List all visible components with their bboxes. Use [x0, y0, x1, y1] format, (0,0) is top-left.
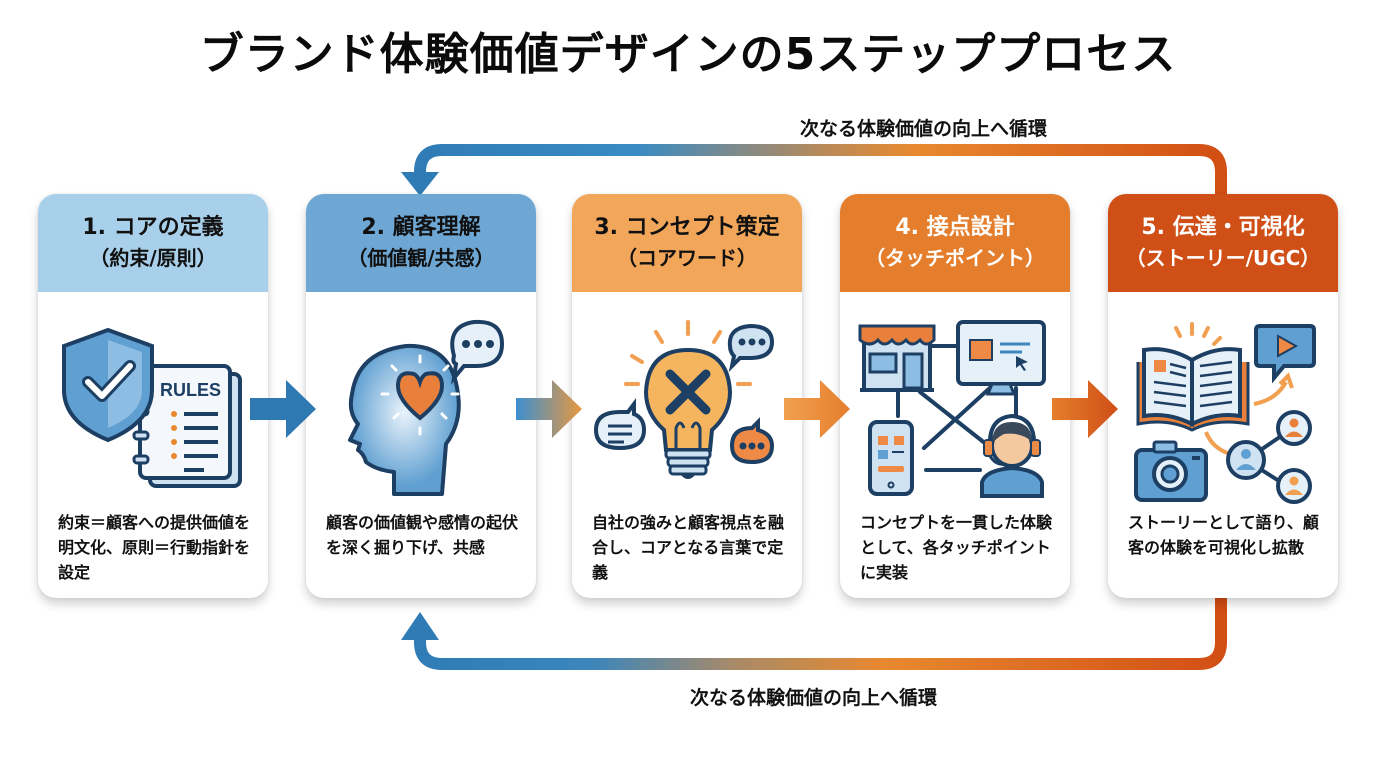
step-subtitle: （ストーリー/UGC）: [1125, 246, 1321, 270]
step-description: ストーリーとして語り、顧客の体験を可視化し拡散: [1128, 513, 1319, 557]
social-share-icon: [1226, 410, 1312, 504]
camera-icon: [1134, 440, 1208, 502]
step-subtitle: （コアワード）: [617, 246, 757, 270]
step-card-header: 2. 顧客理解 （価値観/共感）: [306, 194, 536, 292]
touchpoint-network-icon: [858, 320, 1046, 498]
step-title: 1. コアの定義: [82, 215, 224, 240]
speech-bubble-icon: [727, 323, 775, 373]
step-card-header: 4. 接点設計 （タッチポイント）: [840, 194, 1070, 292]
flow-arrow-2-to-3: [516, 380, 582, 438]
support-agent-icon: [980, 413, 1044, 498]
flow-arrow-4-to-5: [1052, 380, 1118, 438]
shield-icon: [62, 327, 154, 443]
story-share-icon: [1134, 322, 1316, 504]
step-description: 自社の強みと顧客視点を融合し、コアとなる言葉で定義: [592, 513, 785, 582]
speech-bubble-icon: [450, 319, 505, 385]
bottom-loop-arrow: [401, 598, 1227, 670]
loop-label-bottom: 次なる体験価値の向上へ循環: [690, 687, 938, 709]
flow-arrow-1-to-2: [250, 380, 316, 438]
step-card-5: 5. 伝達・可視化 （ストーリー/UGC）: [1108, 194, 1338, 598]
step-subtitle: （約束/原則）: [89, 246, 217, 270]
shield-check-rules-icon: RULES: [62, 327, 242, 488]
head-heart-icon: [348, 319, 505, 496]
loop-label-top: 次なる体験価値の向上へ循環: [800, 118, 1048, 140]
speech-bubble-icon: [729, 417, 775, 465]
step-title: 4. 接点設計: [895, 215, 1015, 240]
step-title: 3. コンセプト策定: [594, 215, 780, 240]
top-loop-arrow: [401, 144, 1227, 196]
video-play-icon: [1254, 324, 1316, 384]
step-card-1: 1. コアの定義 （約束/原則） RULES 約束＝顧客への提供価値を明文化、原…: [38, 194, 268, 598]
step-card-2: 2. 顧客理解 （価値観/共感） 顧客の価値観や感情の起伏を深く掘り下げ、共感: [306, 194, 536, 598]
step-card-header: 3. コンセプト策定 （コアワード）: [572, 194, 802, 292]
rules-document-icon: RULES: [132, 364, 242, 488]
step-title: 5. 伝達・可視化: [1141, 215, 1305, 240]
desktop-monitor-icon: [956, 320, 1046, 396]
speech-bubble-icon: [593, 398, 647, 451]
step-description: 約束＝顧客への提供価値を明文化、原則＝行動指針を設定: [58, 513, 251, 582]
store-icon: [858, 324, 936, 392]
smartphone-icon: [868, 420, 914, 496]
step-description: コンセプトを一貫した体験として、各タッチポイントに実装: [860, 513, 1053, 582]
step-card-header: 1. コアの定義 （約束/原則）: [38, 194, 268, 292]
step-card-3: 3. コンセプト策定 （コアワード） 自社の強みと顧客視点を融合し、コアとなる言: [572, 194, 802, 598]
rules-label: RULES: [160, 380, 221, 400]
flow-arrow-3-to-4: [784, 380, 850, 438]
step-card-header: 5. 伝達・可視化 （ストーリー/UGC）: [1108, 194, 1338, 292]
lightbulb-icon: [593, 320, 775, 479]
step-title: 2. 顧客理解: [361, 215, 481, 240]
open-book-icon: [1136, 347, 1250, 432]
step-subtitle: （価値観/共感）: [347, 246, 495, 270]
step-subtitle: （タッチポイント）: [865, 246, 1045, 270]
page-title: ブランド体験価値デザインの5ステッププロセス: [199, 29, 1177, 80]
step-description: 顧客の価値観や感情の起伏を深く掘り下げ、共感: [326, 513, 519, 557]
step-card-4: 4. 接点設計 （タッチポイント）: [840, 194, 1070, 598]
